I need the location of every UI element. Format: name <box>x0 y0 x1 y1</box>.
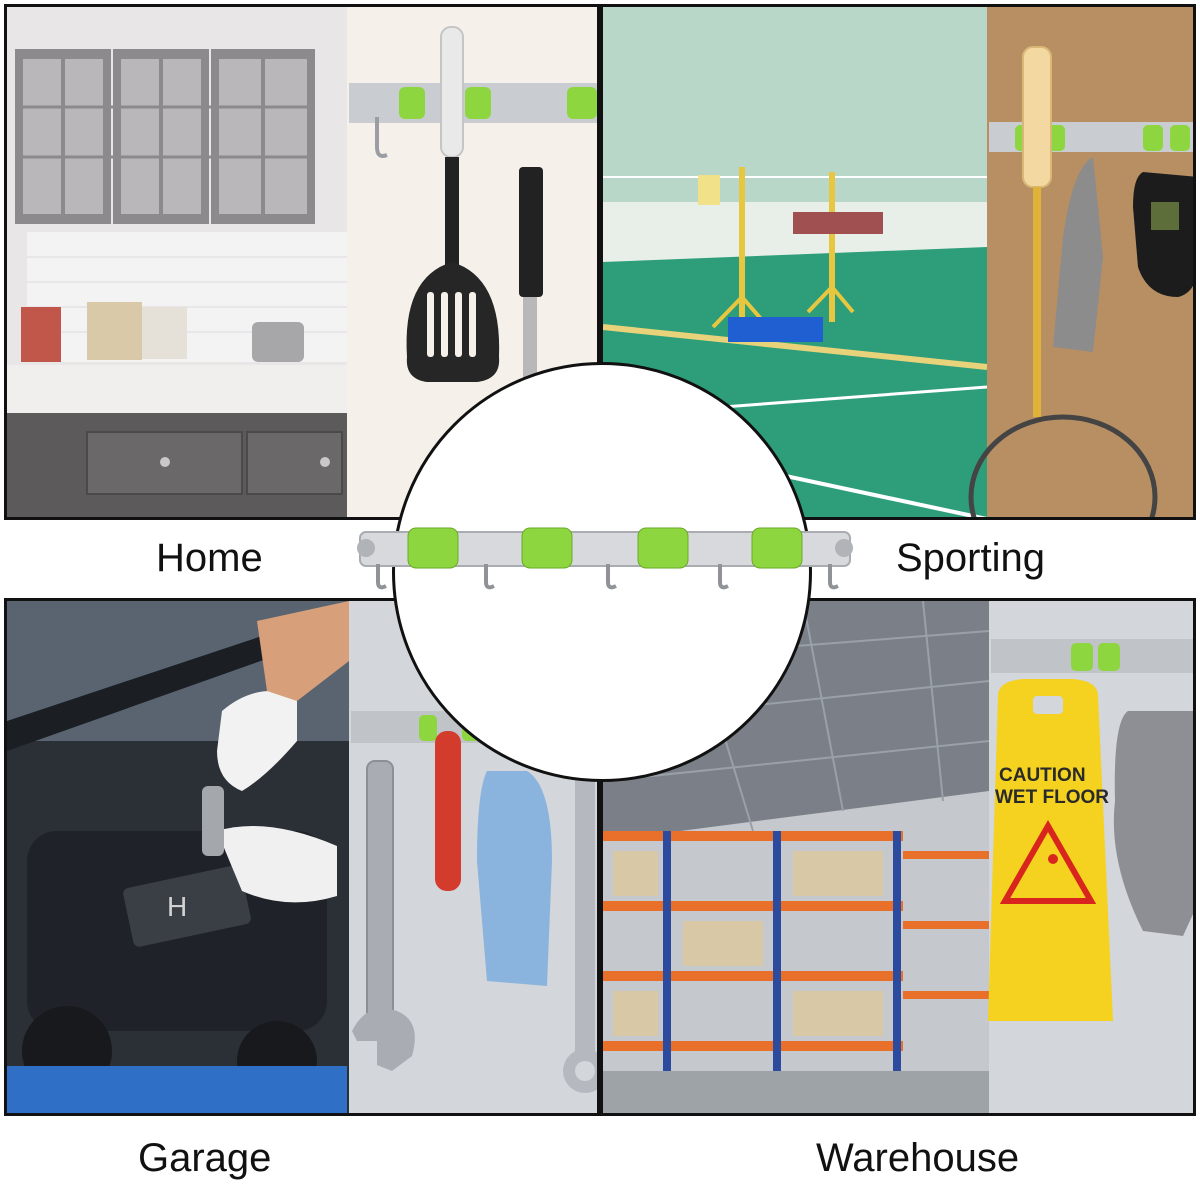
caution-sign-line1: CAUTION <box>999 765 1086 786</box>
svg-text:H: H <box>167 891 187 922</box>
caption-home: Home <box>156 536 263 580</box>
product-rack <box>357 527 853 590</box>
sporting-scene <box>603 7 1193 517</box>
home-scene <box>7 7 597 517</box>
caption-garage: Garage <box>138 1136 272 1180</box>
product-highlight-circle <box>392 362 812 782</box>
caption-sporting: Sporting <box>896 536 1045 580</box>
sporting-panel <box>600 4 1196 520</box>
caution-sign-line2: WET FLOOR <box>995 787 1109 808</box>
home-panel <box>4 4 600 520</box>
caption-warehouse: Warehouse <box>816 1136 1020 1180</box>
